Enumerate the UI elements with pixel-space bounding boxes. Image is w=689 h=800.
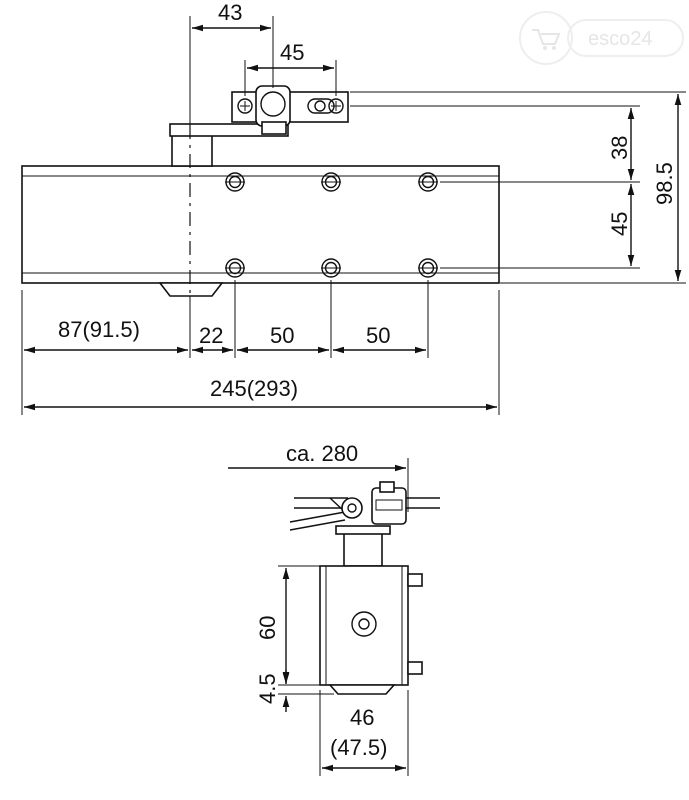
dim-46: 46 <box>350 705 374 730</box>
closer-body <box>21 165 500 284</box>
dim-50-b: 50 <box>366 323 390 348</box>
dim-22: 22 <box>199 323 223 348</box>
dim-50-a: 50 <box>270 323 294 348</box>
valve-bump <box>158 282 224 297</box>
cart-icon <box>519 11 573 65</box>
top-view: 43 45 38 45 98.5 87(91.5) 22 50 50 24 <box>21 0 686 415</box>
watermark-text: esco24 <box>588 28 653 50</box>
watermark-logo: esco24 <box>519 11 684 65</box>
closer-side-body <box>319 565 409 686</box>
dim-43: 43 <box>218 0 242 25</box>
dim-ca-280: ca. 280 <box>286 441 358 466</box>
dim-45-top: 45 <box>280 40 304 65</box>
dim-60: 60 <box>255 616 280 640</box>
dim-98-5: 98.5 <box>652 162 677 205</box>
dim-38: 38 <box>607 136 632 160</box>
dim-87: 87(91.5) <box>58 317 140 342</box>
dim-245: 245(293) <box>210 376 298 401</box>
dim-4-5: 4.5 <box>255 673 280 704</box>
dim-47-5: (47.5) <box>330 735 387 760</box>
side-view: ca. 280 60 4.5 <box>228 441 440 776</box>
dim-45-right: 45 <box>607 212 632 236</box>
